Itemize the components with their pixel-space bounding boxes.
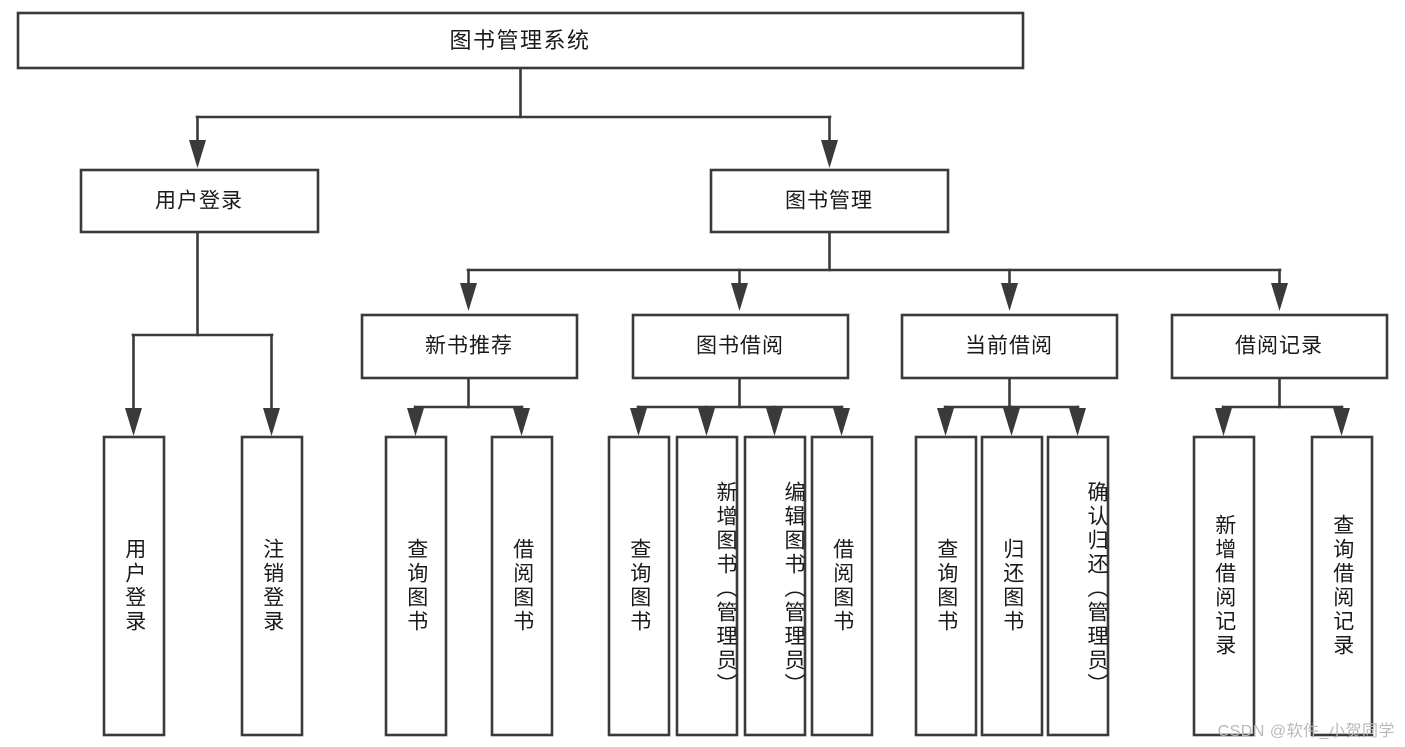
arrow-bb-leaf2	[698, 408, 715, 436]
connector-group-root	[189, 66, 838, 168]
node-current-borrow-label: 当前借阅	[965, 335, 1053, 358]
node-book-manage-rect[interactable]	[709, 168, 950, 234]
node-root-rect[interactable]	[16, 11, 1025, 70]
connector-group-user-login	[125, 230, 280, 436]
leaf-rect-nbr-1[interactable]	[384, 435, 448, 737]
leaf-rect-bb-3[interactable]	[743, 435, 807, 737]
leaf-rect-br-2[interactable]	[1310, 435, 1374, 737]
arrow-cb-leaf1	[937, 408, 954, 436]
arrow-bm-to-new-book-recommend	[460, 283, 477, 311]
node-user-login-label: 用户登录	[155, 190, 243, 213]
arrow-bm-to-borrow-record	[1271, 283, 1288, 311]
node-borrow-record-rect[interactable]	[1170, 313, 1389, 380]
connector-group-borrow-record	[1215, 376, 1350, 436]
leaf-boxes	[102, 435, 1374, 737]
arrow-root-to-book-manage	[821, 140, 838, 168]
arrow-nbr-leaf1	[407, 408, 424, 436]
node-book-borrow[interactable]: 图书借阅	[631, 313, 850, 380]
node-user-login-rect[interactable]	[79, 168, 320, 234]
arrow-user-login-leaf1	[125, 408, 142, 436]
csdn-watermark: CSDN @软件_小贺同学	[1217, 723, 1395, 740]
arrow-bm-to-book-borrow	[731, 283, 748, 311]
connector-group-book-borrow	[630, 376, 850, 436]
leaf-rect-bb-1[interactable]	[607, 435, 671, 737]
node-root-label: 图书管理系统	[449, 28, 590, 53]
arrow-bm-to-current-borrow	[1001, 283, 1018, 311]
arrow-user-login-leaf2	[263, 408, 280, 436]
node-current-borrow[interactable]: 当前借阅	[900, 313, 1119, 380]
arrow-br-leaf1	[1215, 408, 1232, 436]
arrow-br-leaf2	[1333, 408, 1350, 436]
arrow-bb-leaf1	[630, 408, 647, 436]
node-user-login[interactable]: 用户登录	[79, 168, 320, 234]
node-new-book-recommend-label: 新书推荐	[425, 335, 513, 358]
connector-group-book-manage	[460, 230, 1288, 311]
leaf-rect-bb-4[interactable]	[810, 435, 874, 737]
leaf-rect-cb-2[interactable]	[980, 435, 1044, 737]
leaf-rect-cb-1[interactable]	[914, 435, 978, 737]
arrow-nbr-leaf2	[513, 408, 530, 436]
connector-group-current-borrow	[937, 376, 1086, 436]
node-new-book-recommend[interactable]: 新书推荐	[360, 313, 579, 380]
leaf-rect-user-login-2[interactable]	[240, 435, 304, 737]
node-root[interactable]: 图书管理系统	[16, 11, 1025, 70]
node-current-borrow-rect[interactable]	[900, 313, 1119, 380]
node-new-book-recommend-rect[interactable]	[360, 313, 579, 380]
leaf-rect-br-1[interactable]	[1192, 435, 1256, 737]
leaf-rect-bb-2[interactable]	[675, 435, 739, 737]
arrow-cb-leaf2	[1003, 408, 1020, 436]
leaf-rect-user-login-1[interactable]	[102, 435, 166, 737]
node-book-borrow-rect[interactable]	[631, 313, 850, 380]
node-book-manage-label: 图书管理	[785, 190, 873, 213]
arrow-cb-leaf3	[1069, 408, 1086, 436]
arrow-bb-leaf4	[833, 408, 850, 436]
node-borrow-record-label: 借阅记录	[1235, 335, 1323, 358]
leaf-rect-cb-3[interactable]	[1046, 435, 1110, 737]
connector-group-new-book-recommend	[407, 376, 530, 436]
node-book-manage[interactable]: 图书管理	[709, 168, 950, 234]
node-book-borrow-label: 图书借阅	[696, 335, 784, 358]
leaf-rect-nbr-2[interactable]	[490, 435, 554, 737]
arrow-root-to-user-login	[189, 140, 206, 168]
arrow-bb-leaf3	[766, 408, 783, 436]
node-borrow-record[interactable]: 借阅记录	[1170, 313, 1389, 380]
